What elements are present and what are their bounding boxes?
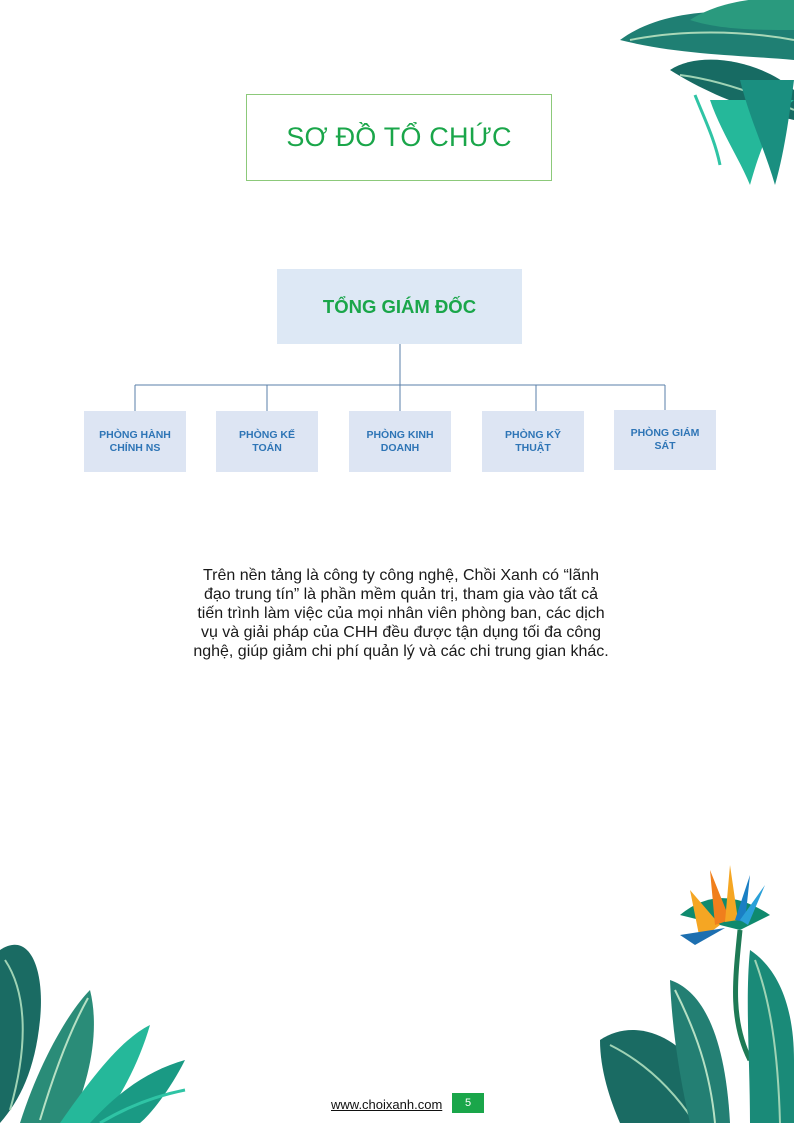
dept-sales: PHÒNG KINH DOANH: [349, 411, 451, 472]
dept-supervision-label: PHÒNG GIÁM SÁT: [630, 427, 700, 452]
ceo-box: TỔNG GIÁM ĐỐC: [277, 269, 522, 344]
dept-hr: PHÒNG HÀNH CHÍNH NS: [84, 411, 186, 472]
page-title: SƠ ĐỒ TỔ CHỨC: [286, 122, 512, 152]
dept-accounting: PHÒNG KẾ TOÁN: [216, 411, 318, 472]
tropical-leaves-top-right: [620, 0, 794, 185]
ceo-label: TỔNG GIÁM ĐỐC: [322, 295, 477, 317]
website-link[interactable]: www.choixanh.com: [331, 1097, 443, 1112]
dept-supervision: PHÒNG GIÁM SÁT: [614, 410, 716, 470]
body-paragraph: Trên nền tảng là công ty công nghệ, Chồi…: [193, 567, 609, 660]
tropical-leaves-bottom-left: [0, 944, 186, 1123]
dept-sales-label: PHÒNG KINH DOANH: [366, 428, 434, 454]
dept-technical: PHÒNG KỸ THUẬT: [482, 411, 584, 472]
dept-hr-label: PHÒNG HÀNH CHÍNH NS: [99, 428, 171, 454]
dept-technical-label: PHÒNG KỸ THUẬT: [504, 428, 561, 454]
dept-accounting-label: PHÒNG KẾ TOÁN: [238, 428, 295, 454]
title-box: SƠ ĐỒ TỔ CHỨC: [246, 94, 552, 181]
bird-of-paradise-bottom-right: [600, 865, 794, 1123]
page-number: 5: [452, 1093, 484, 1113]
